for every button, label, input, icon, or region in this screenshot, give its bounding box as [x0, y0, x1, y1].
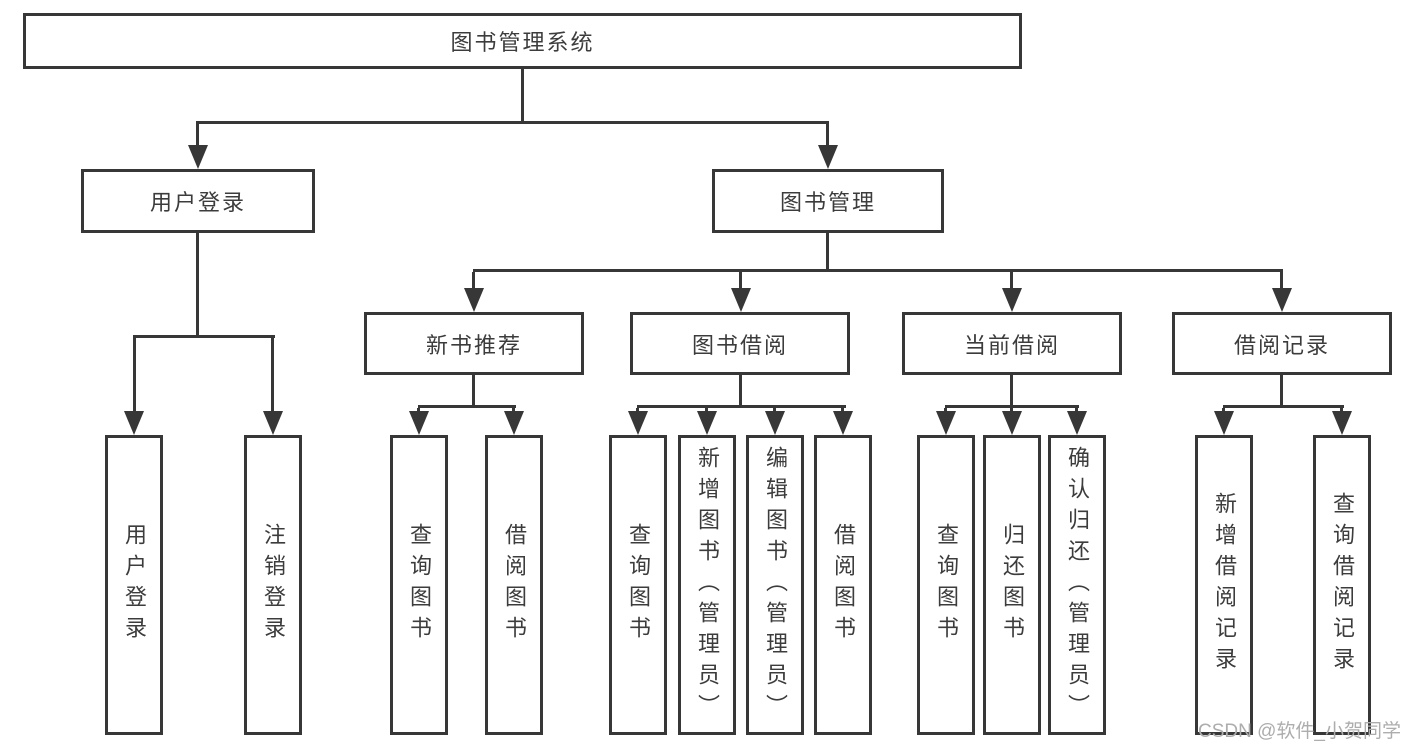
- arrow-down-icon: [833, 411, 853, 435]
- arrow-down-icon: [765, 411, 785, 435]
- leaf-confirm-return-admin: 确认归还（管理员）: [1048, 435, 1106, 735]
- connector-line: [1280, 272, 1283, 290]
- connector-line: [133, 335, 275, 338]
- leaf-add-book-admin-label: 新增图书（管理员）: [695, 445, 720, 725]
- arrow-down-icon: [1214, 411, 1234, 435]
- node-user-login-label: 用户登录: [149, 190, 246, 215]
- node-new-book-recommendation: 新书推荐: [364, 312, 584, 375]
- arrow-down-icon: [263, 411, 283, 435]
- leaf-borrow-books-recommend-label: 借阅图书: [502, 523, 527, 647]
- leaf-borrow-books-recommend: 借阅图书: [485, 435, 543, 735]
- node-user-login: 用户登录: [81, 169, 315, 233]
- node-book-borrowing-label: 图书借阅: [691, 332, 788, 358]
- arrow-down-icon: [1002, 288, 1022, 312]
- connector-line: [472, 272, 475, 290]
- connector-line: [739, 375, 742, 408]
- leaf-query-borrow-record-label: 查询借阅记录: [1330, 492, 1355, 678]
- arrow-down-icon: [1067, 411, 1087, 435]
- node-current-borrowing-label: 当前借阅: [963, 332, 1060, 358]
- arrow-down-icon: [124, 411, 144, 435]
- node-book-management: 图书管理: [712, 169, 944, 233]
- leaf-query-books-borrowing: 查询图书: [609, 435, 667, 735]
- leaf-add-borrow-record-label: 新增借阅记录: [1212, 492, 1237, 678]
- node-library-system: 图书管理系统: [23, 13, 1022, 69]
- node-current-borrowing: 当前借阅: [902, 312, 1122, 375]
- connector-line: [196, 121, 829, 124]
- arrow-down-icon: [697, 411, 717, 435]
- connector-line: [271, 338, 274, 413]
- connector-line: [521, 69, 524, 124]
- arrow-down-icon: [188, 145, 208, 169]
- leaf-query-books-current-label: 查询图书: [934, 523, 959, 647]
- csdn-watermark: CSDN @软件_小贺同学: [1198, 721, 1401, 742]
- leaf-return-books-label: 归还图书: [1000, 523, 1025, 647]
- leaf-confirm-return-admin-label: 确认归还（管理员）: [1065, 445, 1090, 725]
- leaf-return-books: 归还图书: [983, 435, 1041, 735]
- arrow-down-icon: [1272, 288, 1292, 312]
- leaf-query-books-borrowing-label: 查询图书: [626, 523, 651, 647]
- connector-line: [133, 338, 136, 413]
- connector-line: [196, 121, 199, 148]
- arrow-down-icon: [409, 411, 429, 435]
- arrow-down-icon: [818, 145, 838, 169]
- connector-line: [473, 269, 1283, 272]
- connector-line: [826, 121, 829, 148]
- node-book-management-label: 图书管理: [779, 190, 876, 215]
- connector-line: [826, 233, 829, 272]
- connector-line: [472, 375, 475, 408]
- connector-line: [637, 405, 846, 408]
- node-library-system-label: 图书管理系统: [450, 30, 595, 55]
- leaf-query-borrow-record: 查询借阅记录: [1313, 435, 1371, 735]
- connector-line: [1223, 405, 1344, 408]
- arrow-down-icon: [936, 411, 956, 435]
- leaf-add-book-admin: 新增图书（管理员）: [678, 435, 736, 735]
- leaf-query-books-current: 查询图书: [917, 435, 975, 735]
- connector-line: [739, 272, 742, 290]
- connector-line: [1010, 375, 1013, 408]
- node-new-book-recommendation-label: 新书推荐: [425, 332, 522, 358]
- leaf-user-login: 用户登录: [105, 435, 163, 735]
- leaf-edit-book-admin-label: 编辑图书（管理员）: [763, 445, 788, 725]
- arrow-down-icon: [504, 411, 524, 435]
- leaf-query-books-recommend: 查询图书: [390, 435, 448, 735]
- node-borrowing-records: 借阅记录: [1172, 312, 1392, 375]
- arrow-down-icon: [1332, 411, 1352, 435]
- leaf-borrow-books-borrowing-label: 借阅图书: [831, 523, 856, 647]
- node-book-borrowing: 图书借阅: [630, 312, 850, 375]
- arrow-down-icon: [628, 411, 648, 435]
- leaf-query-books-recommend-label: 查询图书: [407, 523, 432, 647]
- connector-line: [1280, 375, 1283, 408]
- node-borrowing-records-label: 借阅记录: [1233, 332, 1330, 358]
- leaf-edit-book-admin: 编辑图书（管理员）: [746, 435, 804, 735]
- connector-line: [196, 233, 199, 338]
- connector-line: [945, 405, 1079, 408]
- connector-line: [1010, 272, 1013, 290]
- leaf-logout-label: 注销登录: [261, 523, 286, 647]
- leaf-logout: 注销登录: [244, 435, 302, 735]
- connector-line: [418, 405, 516, 408]
- leaf-add-borrow-record: 新增借阅记录: [1195, 435, 1253, 735]
- arrow-down-icon: [731, 288, 751, 312]
- arrow-down-icon: [1002, 411, 1022, 435]
- arrow-down-icon: [464, 288, 484, 312]
- leaf-user-login-label: 用户登录: [122, 523, 147, 647]
- leaf-borrow-books-borrowing: 借阅图书: [814, 435, 872, 735]
